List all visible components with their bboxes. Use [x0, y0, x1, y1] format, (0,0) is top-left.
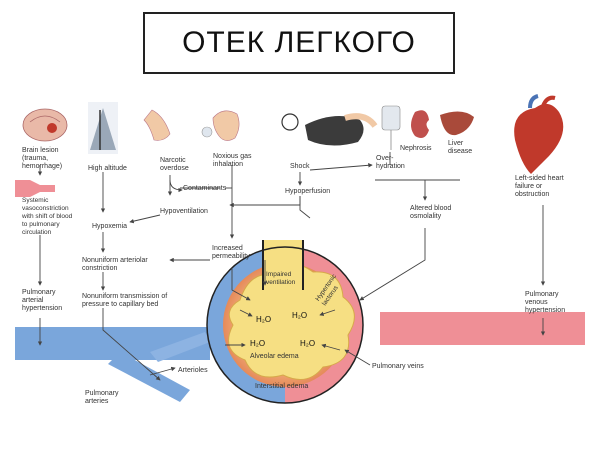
label-altered-blood-osmolality: Altered blood osmolality: [410, 205, 453, 220]
connector-lines: [37, 152, 546, 381]
page-title: ОТЕК ЛЕГКОГО: [182, 26, 416, 59]
water-label-3: H₂O: [250, 339, 265, 348]
label-contaminants: Contaminants: [183, 185, 227, 192]
water-label-4: H₂O: [300, 339, 315, 348]
heart-icon: [514, 94, 564, 174]
kidney-icon: [411, 110, 429, 138]
systemic-vessel-icon: [15, 180, 55, 197]
label-interstitial-edema: Interstitial edema: [255, 383, 308, 390]
water-label-1: H₂O: [256, 315, 271, 324]
title-box: ОТЕК ЛЕГКОГО: [143, 12, 455, 74]
brain-lesion-icon: [22, 108, 68, 142]
label-liver-disease: Liver disease: [448, 140, 472, 155]
label-impaired-ventilation: Impaired ventilation: [266, 271, 296, 286]
iv-bag-icon: [381, 105, 401, 150]
pulmonary-artery-branch: [108, 352, 190, 402]
label-pulmonary-arterial-hypertension: Pulmonary arterial hypertension: [22, 289, 62, 312]
label-systemic-vasoconstriction: Systemic vasoconstriction with shift of …: [21, 197, 74, 236]
label-pulmonary-veins: Pulmonary veins: [372, 363, 424, 370]
label-overhydration: Over- hydration: [376, 155, 405, 170]
water-label-2: H₂O: [292, 311, 307, 320]
label-nephrosis: Nephrosis: [400, 145, 432, 152]
label-arterioles: Arterioles: [178, 367, 208, 374]
narcotic-hand-icon: [143, 109, 171, 141]
label-noxious-gas: Noxious gas inhalation: [213, 153, 253, 168]
label-pulmonary-arteries: Pulmonary arteries: [85, 390, 120, 405]
arteriole-branch: [150, 332, 210, 362]
label-alveolar-edema: Alveolar edema: [250, 353, 299, 360]
label-nonuniform-transmission: Nonuniform transmission of pressure to c…: [82, 293, 169, 308]
alveolar-outline: [206, 246, 364, 404]
high-altitude-icon: [88, 102, 118, 154]
label-shock: Shock: [290, 163, 310, 170]
label-brain-lesion: Brain lesion (trauma, hemorrhage): [22, 147, 62, 170]
shock-bp-cuff-icon: [281, 113, 378, 146]
label-high-altitude: High altitude: [88, 165, 127, 172]
label-narcotic-overdose: Narcotic overdose: [160, 157, 189, 172]
pulmonary-vein-band: [380, 312, 585, 345]
label-nonuniform-arteriolar: Nonuniform arteriolar constriction: [82, 257, 150, 272]
label-hypoperfusion: Hypoperfusion: [285, 188, 330, 195]
label-increased-permeability: Increased permeability: [212, 245, 250, 260]
noxious-gas-face-icon: [201, 110, 240, 141]
label-pulmonary-venous-hypertension: Pulmonary venous hypertension: [525, 291, 565, 314]
label-hypoventilation: Hypoventilation: [160, 208, 208, 215]
label-left-heart-failure: Left-sided heart failure or obstruction: [515, 175, 566, 198]
liver-icon: [440, 111, 474, 136]
label-hypoxemia: Hypoxemia: [92, 223, 127, 230]
